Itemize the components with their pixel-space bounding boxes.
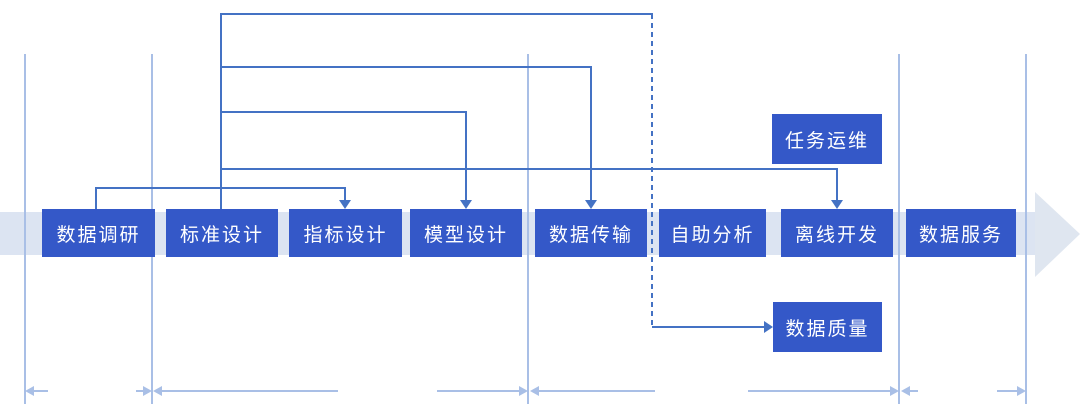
arrowhead-into-metric-design-icon <box>339 200 351 209</box>
dim-line-b2 <box>437 390 520 392</box>
dim-arrow-a-left-icon <box>25 386 34 396</box>
connector-to-data-quality <box>652 326 764 328</box>
stage-self-service-analysis: 自助分析 <box>659 209 766 257</box>
stage-offline-dev: 离线开发 <box>781 209 893 257</box>
connector-to-data-transfer-v <box>590 66 592 202</box>
dim-line-c2 <box>748 390 891 392</box>
dim-line-b1 <box>160 390 338 392</box>
dim-arrow-c-right-icon <box>890 386 899 396</box>
process-band-arrowhead-icon <box>1035 192 1080 277</box>
stage-standard-design: 标准设计 <box>166 209 278 257</box>
stage-data-service: 数据服务 <box>906 209 1016 257</box>
stage-data-transfer: 数据传输 <box>535 209 647 257</box>
section-divider-3 <box>527 54 529 404</box>
arrowhead-into-data-transfer-icon <box>585 200 597 209</box>
dim-line-d2 <box>997 390 1018 392</box>
dim-arrow-d-left-icon <box>901 386 910 396</box>
data-quality-box: 数据质量 <box>773 302 882 352</box>
connector-to-offline-dev-v <box>836 168 838 202</box>
connector-to-data-transfer-h <box>220 66 592 68</box>
arrowhead-into-data-quality-icon <box>764 321 773 333</box>
arrowhead-into-offline-dev-icon <box>831 200 843 209</box>
section-divider-1 <box>24 54 26 404</box>
connector-research-to-metric-h <box>95 187 346 189</box>
dim-line-d1 <box>908 390 918 392</box>
stage-data-research: 数据调研 <box>42 209 155 257</box>
dim-line-c1 <box>537 390 655 392</box>
connector-research-stub <box>95 187 97 209</box>
dim-arrow-b-left-icon <box>153 386 162 396</box>
task-ops-box: 任务运维 <box>772 114 882 164</box>
dim-line-a1 <box>33 390 48 392</box>
connector-to-model-design-v <box>465 111 467 202</box>
stage-model-design: 模型设计 <box>410 209 522 257</box>
section-divider-4 <box>898 54 900 404</box>
connector-to-model-design-h <box>220 111 467 113</box>
connector-top-horizontal <box>220 13 653 15</box>
dim-arrow-a-right-icon <box>143 386 152 396</box>
dim-arrow-c-left-icon <box>530 386 539 396</box>
dim-arrow-d-right-icon <box>1017 386 1026 396</box>
dim-arrow-b-right-icon <box>519 386 528 396</box>
section-divider-5 <box>1025 54 1027 404</box>
arrowhead-into-model-design-icon <box>460 200 472 209</box>
dim-line-a2 <box>136 390 145 392</box>
stage-metric-design: 指标设计 <box>289 209 402 257</box>
connector-to-metric-v <box>344 187 346 202</box>
connector-dashed-vertical <box>651 14 653 327</box>
connector-to-offline-dev-h <box>220 168 838 170</box>
